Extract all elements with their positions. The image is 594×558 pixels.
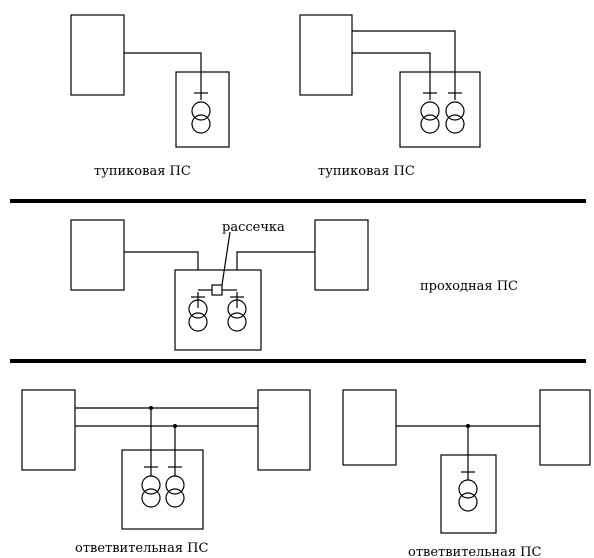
transformer-winding-icon <box>227 312 247 332</box>
source-box-right <box>539 389 591 466</box>
pass-through-substation: рассечка проходная ПС <box>70 219 518 351</box>
transformer-winding-icon <box>188 312 208 332</box>
section-break-label: рассечка <box>222 220 285 235</box>
source-box-right <box>257 389 311 471</box>
substation-label: тупиковая ПС <box>94 164 191 179</box>
source-box-left <box>342 389 397 466</box>
section-breaker-icon <box>211 284 223 296</box>
source-box-left <box>70 219 125 291</box>
tap-substation-single: ответвительная ПС <box>342 389 591 558</box>
source-box-right <box>314 219 369 291</box>
tap-substation-double: ответвительная ПС <box>21 389 311 556</box>
transformer-winding-icon <box>141 488 161 508</box>
transformer-winding-icon <box>458 479 478 499</box>
substation-label: ответвительная ПС <box>408 545 542 558</box>
source-box <box>299 14 353 96</box>
substation-box <box>399 71 481 148</box>
transformer-winding-icon <box>445 114 465 134</box>
transformer-winding-icon <box>188 299 208 319</box>
transformer-winding-icon <box>165 488 185 508</box>
transformer-winding-icon <box>445 101 465 121</box>
transformer-winding-icon <box>458 492 478 512</box>
dead-end-substation-single: тупиковая ПС <box>70 14 230 179</box>
section-break-leader <box>221 231 231 286</box>
substation-label: проходная ПС <box>420 279 518 294</box>
transformer-winding-icon <box>191 114 211 134</box>
transformer-winding-icon <box>227 299 247 319</box>
substation-box <box>121 449 204 530</box>
substation-label: тупиковая ПС <box>318 164 415 179</box>
supply-line-1 <box>352 30 456 90</box>
dead-end-substation-double: тупиковая ПС <box>299 14 481 179</box>
source-box <box>70 14 125 96</box>
source-box-left <box>21 389 76 471</box>
transformer-winding-icon <box>191 101 211 121</box>
substation-label: ответвительная ПС <box>75 541 209 556</box>
transformer-winding-icon <box>420 101 440 121</box>
transformer-winding-icon <box>420 114 440 134</box>
transformer-winding-icon <box>165 475 185 495</box>
substation-box <box>175 71 230 148</box>
substation-box <box>174 269 262 351</box>
transformer-winding-icon <box>141 475 161 495</box>
